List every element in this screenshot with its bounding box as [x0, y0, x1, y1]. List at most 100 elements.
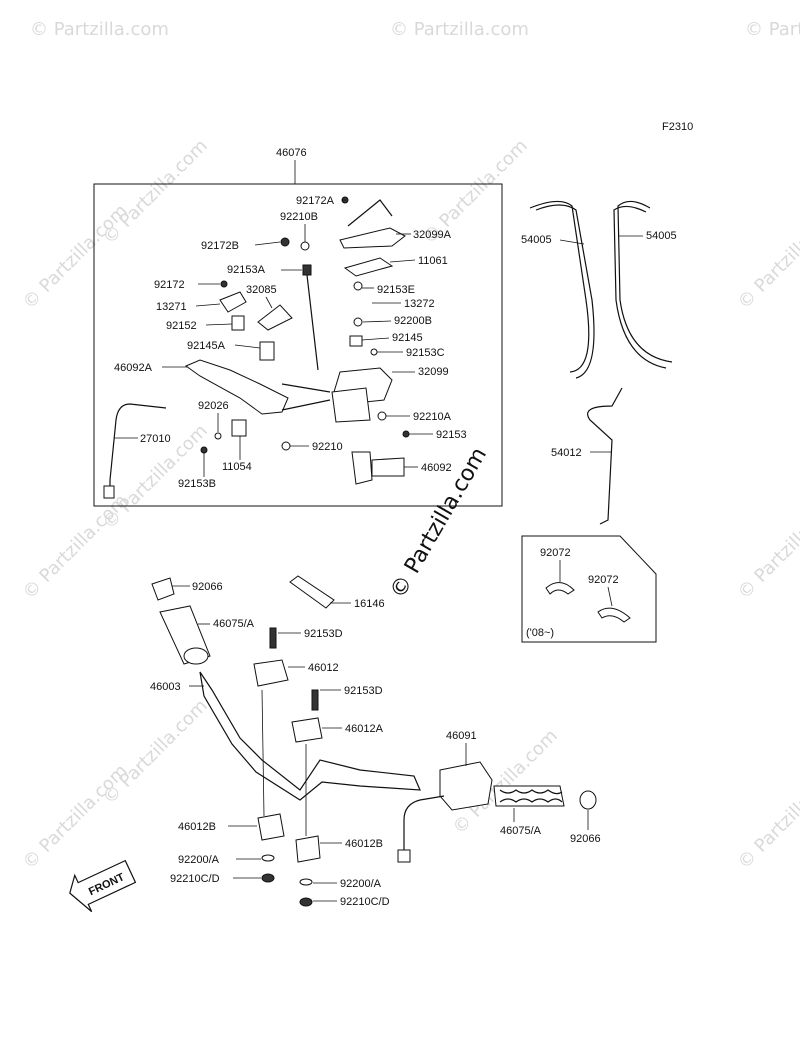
- part-label-92153D-right: 92153D: [344, 685, 383, 697]
- part-label-92153B: 92153B: [178, 478, 216, 490]
- lever-pivot-guide: [281, 383, 331, 411]
- watermark-text: © Partzilla.com: [734, 760, 800, 873]
- grip-end-92066-right: [579, 790, 597, 810]
- part-label-92210B: 92210B: [280, 211, 318, 223]
- grip-rubber-16146: [289, 575, 335, 609]
- bolt-92153D-right: [311, 689, 319, 711]
- watermark-text: © Partzilla.com: [99, 695, 212, 808]
- part-label-92210A: 92210A: [413, 411, 452, 423]
- part-label-92153E: 92153E: [377, 284, 415, 296]
- switch-11054: [231, 419, 247, 437]
- part-label-92153C: 92153C: [406, 347, 445, 359]
- part-label-46075-right: 46075/A: [500, 825, 542, 837]
- grip-46075-right: [493, 785, 565, 807]
- screw-92153C: [370, 348, 378, 356]
- part-label-92066-left: 92066: [192, 581, 223, 593]
- front-arrow-icon: [69, 859, 137, 913]
- part-label-32099A: 32099A: [413, 229, 452, 241]
- lever-46092A: [184, 359, 289, 415]
- part-label-92145A: 92145A: [187, 340, 226, 352]
- right-grip-group: 46091 46075/A 92066: [397, 730, 601, 863]
- wire-27010: [109, 403, 167, 492]
- part-label-92172: 92172: [154, 279, 185, 291]
- screw-92153: [402, 430, 410, 438]
- throttle-housing-46091: [439, 761, 493, 811]
- grip-right-texture: [499, 789, 563, 803]
- master-cylinder-assembly: 46076: [93, 147, 503, 507]
- part-label-46092A: 46092A: [114, 362, 153, 374]
- piston-92145: [349, 335, 363, 347]
- figure-code: F2310: [662, 121, 693, 133]
- screw-92153A: [302, 264, 312, 276]
- cable-54005-left-outer: [535, 204, 595, 379]
- clip-box: [521, 535, 657, 643]
- part-label-46012B-right: 46012B: [345, 838, 383, 850]
- part-label-13272: 13272: [404, 298, 435, 310]
- screw-92172: [220, 280, 228, 288]
- screw-92153B: [200, 446, 208, 454]
- part-label-92066-right: 92066: [570, 833, 601, 845]
- cable-54005-left: [529, 200, 590, 373]
- part-label-92172A: 92172A: [296, 195, 335, 207]
- washer-92026: [214, 432, 222, 440]
- part-label-16146: 16146: [354, 598, 385, 610]
- cylinder-clamp: [331, 387, 371, 423]
- part-label-46012: 46012: [308, 662, 339, 674]
- washer-92210B: [300, 241, 310, 251]
- oring-92200B: [353, 317, 363, 327]
- cable-54012: [587, 387, 623, 525]
- handlebar-46003: [199, 671, 421, 801]
- year-note: ('08~): [526, 627, 554, 639]
- part-label-54005-left: 54005: [521, 234, 552, 246]
- part-label-92210CD-right: 92210C/D: [340, 896, 390, 908]
- part-label-92210CD-left: 92210C/D: [170, 873, 220, 885]
- switch-32085: [257, 304, 293, 331]
- clip-92072-a: [545, 582, 575, 595]
- left-grip-group: 92066 46075/A 16146: [151, 575, 385, 665]
- part-label-92072-b: 92072: [588, 574, 619, 586]
- housing-wire: [403, 795, 445, 852]
- part-label-46076: 46076: [276, 147, 307, 159]
- front-indicator: FRONT: [69, 859, 137, 913]
- diaphragm-plate: [343, 257, 394, 277]
- housing-connector: [397, 849, 411, 863]
- screw-92153E: [353, 281, 363, 291]
- lever-46092: [351, 451, 405, 485]
- part-label-46092: 46092: [421, 462, 452, 474]
- watermark-layer: © Partzilla.com © Partzilla.com © Partzi…: [19, 19, 800, 874]
- lower-clamp-46012B-right: [295, 835, 321, 863]
- part-label-11054: 11054: [222, 461, 252, 473]
- part-label-92200A-left: 92200/A: [178, 854, 220, 866]
- clamp-46012A: [291, 717, 323, 743]
- pivot-92145A: [259, 341, 275, 361]
- nut-92210CD-left: [261, 873, 275, 883]
- cable-54005-right: [617, 200, 673, 363]
- bolt-92172B: [280, 237, 290, 247]
- lower-clamp-46012B-left: [257, 813, 285, 841]
- washer-92210: [281, 441, 291, 451]
- part-label-46003: 46003: [150, 681, 181, 693]
- reservoir-cap: [339, 227, 406, 249]
- part-label-46012B-left: 46012B: [178, 821, 216, 833]
- bolt-92152: [231, 315, 245, 331]
- washer-92210A: [377, 411, 387, 421]
- part-label-46075-left: 46075/A: [213, 618, 255, 630]
- part-label-92026: 92026: [198, 400, 229, 412]
- nut-92210CD-right: [299, 897, 313, 907]
- watermark-text: © Partzilla.com: [745, 19, 800, 40]
- part-label-92200A-right: 92200/A: [340, 878, 382, 890]
- part-label-92072-a: 92072: [540, 547, 571, 559]
- part-label-32085: 32085: [246, 284, 277, 296]
- assembly-box: [93, 183, 503, 507]
- part-label-92200B: 92200B: [394, 315, 432, 327]
- watermark-text: © Partzilla.com: [390, 19, 529, 40]
- part-label-32099: 32099: [418, 366, 449, 378]
- part-label-92172B: 92172B: [201, 240, 239, 252]
- handlebar-group: 46003 92153D 46012 92153D 46012A 46012B …: [150, 627, 421, 908]
- part-label-54012: 54012: [551, 447, 582, 459]
- watermark-text: © Partzilla.com: [734, 490, 800, 603]
- holder-13271: [219, 291, 247, 313]
- part-label-92210: 92210: [312, 441, 343, 453]
- lead-92153A: [306, 274, 319, 371]
